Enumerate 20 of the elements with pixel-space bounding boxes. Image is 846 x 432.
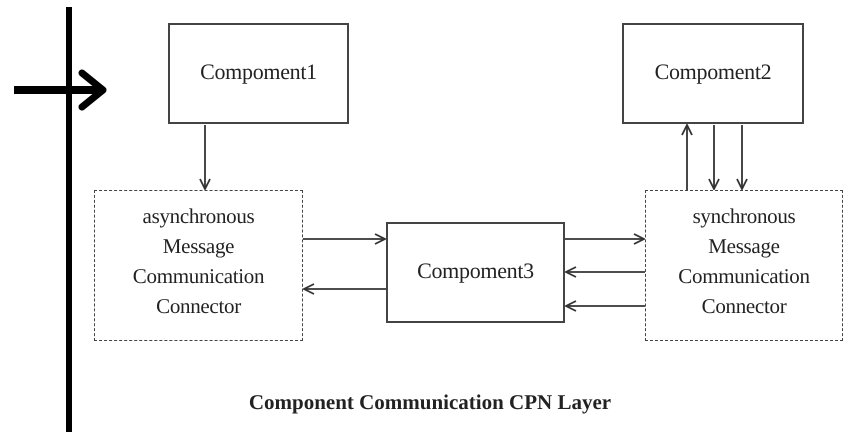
component-box [168, 23, 349, 124]
arrow [708, 125, 720, 190]
node-label: Compoment2 [654, 59, 772, 85]
arrow [565, 266, 645, 278]
arrow [736, 125, 748, 190]
arrow [565, 300, 645, 312]
diagram-title: Component Communication CPN Layer [248, 390, 612, 415]
node-label: Compoment3 [416, 258, 535, 284]
arrow [681, 124, 693, 190]
arrow [303, 283, 386, 295]
node-label: synchronous Message Communication Connector [677, 203, 811, 320]
component-box [622, 23, 804, 124]
connector-box [645, 190, 843, 341]
node-label: Compoment1 [199, 59, 318, 85]
arrow [565, 233, 645, 245]
connector-box [94, 190, 303, 341]
component-box [386, 222, 565, 323]
arrow [199, 125, 211, 190]
node-label: asynchronous Message Communication Connector [132, 203, 266, 320]
arrow [303, 233, 386, 245]
